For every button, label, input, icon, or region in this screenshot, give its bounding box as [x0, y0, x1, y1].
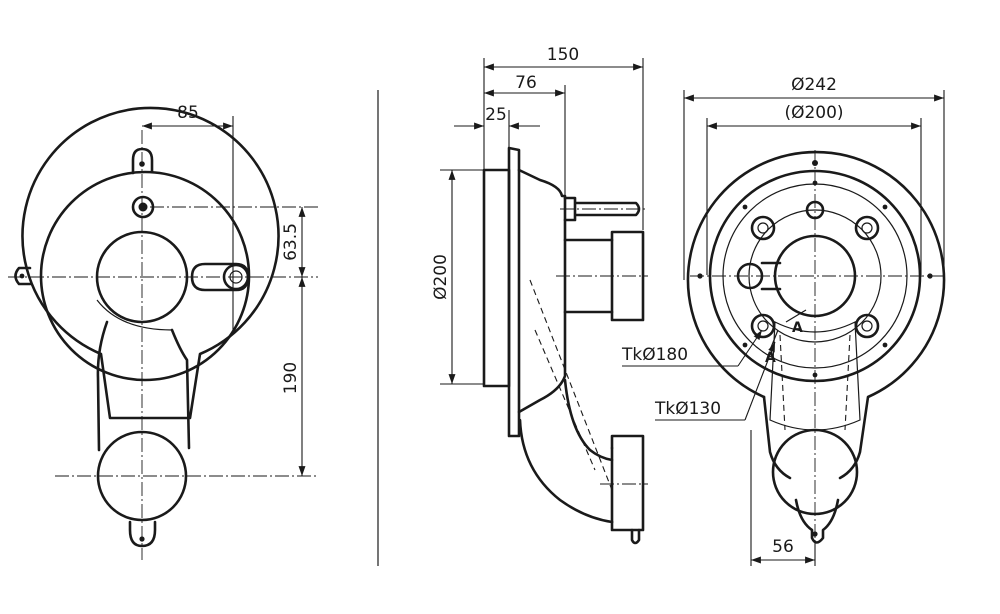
rear-bolt-lower-left: [750, 313, 776, 339]
front-lever-arm: [96, 320, 191, 452]
rear-bolt-lower-right: [854, 313, 880, 339]
side-flange-plate: [507, 146, 521, 438]
front-lever-inner: [96, 299, 173, 331]
dim-label-150: 150: [547, 45, 579, 65]
front-view: [8, 106, 318, 560]
rear-bolt-upper-left: [750, 215, 776, 241]
rear-outer-body: [686, 150, 946, 480]
front-left-lug: [14, 266, 32, 286]
front-lower-opening: [96, 430, 188, 522]
rear-bolt-circle-130: [748, 209, 882, 343]
front-bottom-lug: [128, 520, 157, 548]
side-elbow-pipe: [518, 378, 614, 524]
side-view: [440, 58, 648, 545]
front-top-bolt-core: [138, 202, 148, 212]
front-top-lug: [131, 147, 154, 175]
callout-tk130: TkØ130: [654, 399, 721, 419]
dim-label-85: 85: [177, 103, 199, 123]
dim-label-d200-rear: (Ø200): [784, 103, 843, 123]
dim-label-d200-side: Ø200: [431, 254, 451, 300]
rear-bottom-lug: [794, 498, 840, 544]
dim-label-56: 56: [772, 537, 794, 557]
side-lower-outlet: [610, 434, 645, 532]
front-outer-body: [21, 106, 280, 420]
front-left-lug-dot: [19, 273, 25, 279]
section-mark-a-1: A: [792, 320, 803, 336]
side-housing: [517, 168, 567, 414]
side-upper-outlet: [563, 230, 645, 322]
dim-label-63-5: 63.5: [281, 223, 301, 261]
rear-view: [622, 90, 946, 566]
dim-label-25: 25: [485, 105, 507, 125]
section-mark-a-2: A: [765, 350, 776, 366]
side-front-plate: [482, 168, 511, 388]
callout-tk180: TkØ180: [621, 345, 688, 365]
dim-label-76: 76: [515, 73, 537, 93]
dim-label-d242: Ø242: [791, 75, 837, 95]
rear-lever-arm: [769, 321, 861, 431]
rear-bolt-upper-right: [854, 215, 880, 241]
dim-label-190: 190: [281, 362, 301, 394]
